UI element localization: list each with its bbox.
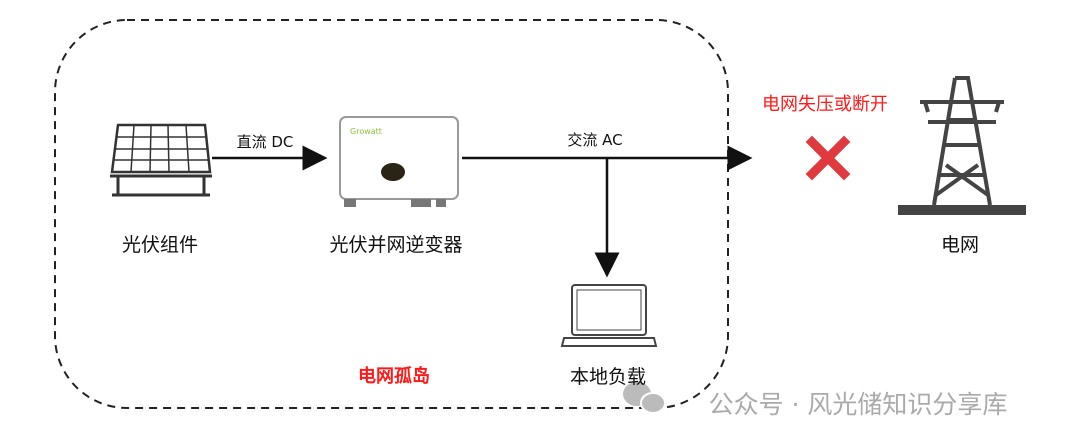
wechat-icon — [623, 382, 666, 414]
island-boundary — [54, 19, 729, 409]
cross-icon — [805, 135, 851, 181]
solar-panel-icon — [110, 123, 212, 197]
laptop-icon — [560, 284, 658, 347]
local-load-label: 本地负载 — [569, 366, 647, 388]
ac-label: 交流 AC — [567, 131, 623, 149]
transmission-tower-icon — [898, 76, 1026, 215]
island-label: 电网孤岛 — [358, 366, 430, 387]
grid-fault-label: 电网失压或断开 — [762, 94, 888, 115]
svg-text:Growatt: Growatt — [350, 127, 382, 136]
inverter-icon: Growatt — [339, 116, 459, 207]
pv-module-label: 光伏组件 — [121, 234, 199, 256]
inverter-label: 光伏并网逆变器 — [329, 234, 463, 256]
dc-label: 直流 DC — [236, 133, 294, 151]
grid-label: 电网 — [940, 234, 980, 256]
watermark: 公众号 · 风光储知识分享库 — [708, 390, 1008, 419]
